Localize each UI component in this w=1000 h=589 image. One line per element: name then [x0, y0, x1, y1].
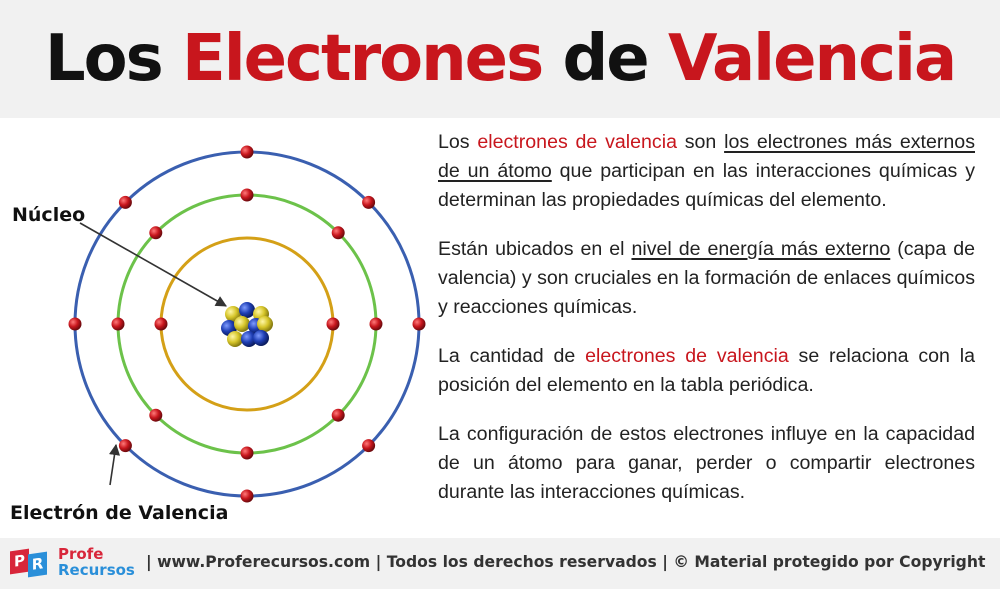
nucleus-neutron	[257, 316, 273, 332]
middle-shell-electron	[111, 317, 125, 331]
atom-diagram: Núcleo Electrón de Valencia	[0, 118, 440, 538]
outer-shell-electron	[240, 145, 254, 159]
p3-highlight-red: electrones de valencia	[585, 345, 789, 367]
brand-line-2: Recursos	[58, 561, 135, 579]
valence-electron-label: Electrón de Valencia	[10, 502, 229, 524]
p3-text-b: se relaciona con la posición del element…	[438, 345, 975, 396]
nucleus-arrow	[79, 222, 227, 307]
outer-shell-electron	[362, 195, 376, 209]
title-word-de: de	[562, 22, 649, 96]
p3-text-a: La cantidad de	[438, 345, 586, 367]
nucleus-proton	[253, 330, 269, 346]
inner-shell-electron	[326, 317, 340, 331]
header-banner: Los Electrones de Valencia	[0, 0, 1000, 118]
atom-svg	[68, 145, 426, 503]
nucleus-neutron	[234, 316, 250, 332]
page-title: Los Electrones de Valencia	[0, 0, 1000, 118]
inner-shell-electron	[154, 317, 168, 331]
p2-text-a: Están ubicados en el	[438, 238, 632, 260]
brand-name[interactable]: Profe Recursos	[58, 546, 135, 578]
paragraph-2: Están ubicados en el nivel de energía má…	[438, 235, 975, 322]
outer-shell-electron	[68, 317, 82, 331]
middle-shell-electron	[149, 226, 163, 240]
p4-text: La configuración de estos electrones inf…	[438, 423, 975, 503]
logo-r-icon: R	[28, 551, 47, 578]
nucleus-label: Núcleo	[12, 204, 86, 226]
p1-highlight-red: electrones de valencia	[477, 131, 677, 153]
p1-text-c: que participan en las interacciones quím…	[438, 160, 975, 211]
middle-shell-electron	[240, 188, 254, 202]
paragraph-4: La configuración de estos electrones inf…	[438, 420, 975, 507]
electron-arrow	[108, 443, 121, 486]
nucleus-neutron	[227, 331, 243, 347]
brand-line-1: Profe	[58, 545, 104, 563]
outer-shell-electron	[118, 439, 132, 453]
p2-text-b: (capa de valencia) y son cruciales en la…	[438, 238, 975, 318]
p1-text-a: Los	[438, 131, 478, 153]
description-text: Los electrones de valencia son los elect…	[438, 128, 975, 527]
p2-highlight-underline: nivel de energía más externo	[631, 238, 891, 260]
footer: P R Profe Recursos | www.Proferecursos.c…	[0, 538, 1000, 589]
outer-shell-electron	[362, 439, 376, 453]
middle-shell-electron	[369, 317, 383, 331]
p1-highlight-underline: los electrones más externos de un átomo	[438, 131, 975, 182]
nucleus-proton	[239, 302, 255, 318]
paragraph-3: La cantidad de electrones de valencia se…	[438, 342, 975, 400]
title-word-electrones: Electrones	[181, 22, 544, 96]
logo-p-icon: P	[10, 548, 29, 575]
middle-shell-electron	[240, 446, 254, 460]
electrons	[68, 145, 426, 503]
footer-copyright-text: | www.Proferecursos.com | Todos los dere…	[146, 553, 986, 571]
profe-recursos-logo[interactable]: P R	[10, 548, 50, 578]
middle-shell-electron	[331, 408, 345, 422]
middle-shell-electron	[149, 408, 163, 422]
outer-shell-electron	[240, 489, 254, 503]
title-word-valencia: Valencia	[667, 22, 957, 96]
title-word-los: Los	[44, 22, 164, 96]
nucleus-proton	[241, 331, 257, 347]
paragraph-1: Los electrones de valencia son los elect…	[438, 128, 975, 215]
p1-text-b: son	[676, 131, 725, 153]
outer-shell-electron	[412, 317, 426, 331]
outer-shell-electron	[118, 195, 132, 209]
middle-shell-electron	[331, 226, 345, 240]
nucleus	[221, 302, 273, 347]
